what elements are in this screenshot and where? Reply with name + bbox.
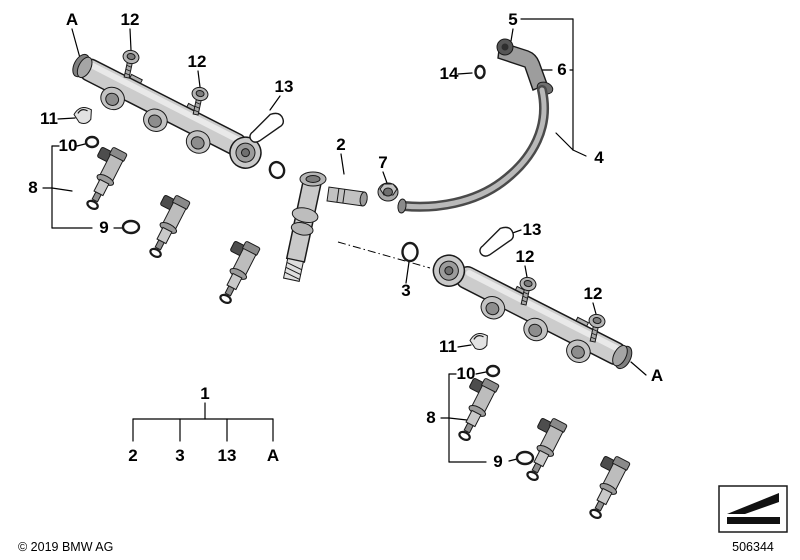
view-thumbnail[interactable] — [718, 485, 788, 533]
callout-9-left[interactable]: 9 — [99, 218, 108, 237]
legend-root[interactable]: 1 — [200, 384, 209, 403]
callout-12-bolt2[interactable]: 12 — [188, 52, 207, 71]
union-nut — [377, 182, 399, 202]
callout-2[interactable]: 2 — [336, 135, 345, 154]
fuel-rail-right — [432, 254, 633, 370]
legend-child-2[interactable]: 2 — [128, 446, 137, 465]
callout-13-left[interactable]: 13 — [275, 77, 294, 96]
leader-lines — [42, 18, 647, 463]
callout-10-right[interactable]: 10 — [457, 364, 476, 383]
o-rings — [84, 64, 535, 466]
diagram-number: 506344 — [732, 540, 774, 554]
legend-child-13[interactable]: 13 — [218, 446, 237, 465]
callout-12-bolt4[interactable]: 12 — [584, 284, 603, 303]
callout-12-bolt1[interactable]: 12 — [121, 10, 140, 29]
wedge-base-icon — [727, 517, 780, 524]
callout-11-left[interactable]: 11 — [40, 109, 58, 128]
callout-8-left[interactable]: 8 — [28, 178, 37, 197]
callout-6[interactable]: 6 — [557, 60, 566, 79]
wedge-arrow-icon — [727, 493, 779, 514]
callout-8-right[interactable]: 8 — [426, 408, 435, 427]
callout-9-right[interactable]: 9 — [493, 452, 502, 471]
callout-7[interactable]: 7 — [378, 153, 387, 172]
alignment-centerline — [337, 241, 431, 269]
callout-a-right[interactable]: A — [651, 366, 663, 385]
legend-child-3[interactable]: 3 — [175, 446, 184, 465]
callout-a-left[interactable]: A — [66, 10, 78, 29]
copyright-notice: © 2019 BMW AG — [18, 540, 113, 554]
callout-12-bolt3[interactable]: 12 — [516, 247, 535, 266]
callout-13-right[interactable]: 13 — [523, 220, 542, 239]
callout-3[interactable]: 3 — [401, 281, 410, 300]
callout-10-left[interactable]: 10 — [59, 136, 78, 155]
callout-11-right[interactable]: 11 — [439, 337, 457, 356]
vent-pipe — [397, 85, 550, 214]
legend-child-a[interactable]: A — [267, 446, 279, 465]
fuel-rail-left — [72, 53, 262, 169]
distributor-piece — [282, 171, 368, 282]
callout-4[interactable]: 4 — [594, 148, 604, 167]
callout-5[interactable]: 5 — [508, 10, 517, 29]
callout-14[interactable]: 14 — [440, 64, 459, 83]
